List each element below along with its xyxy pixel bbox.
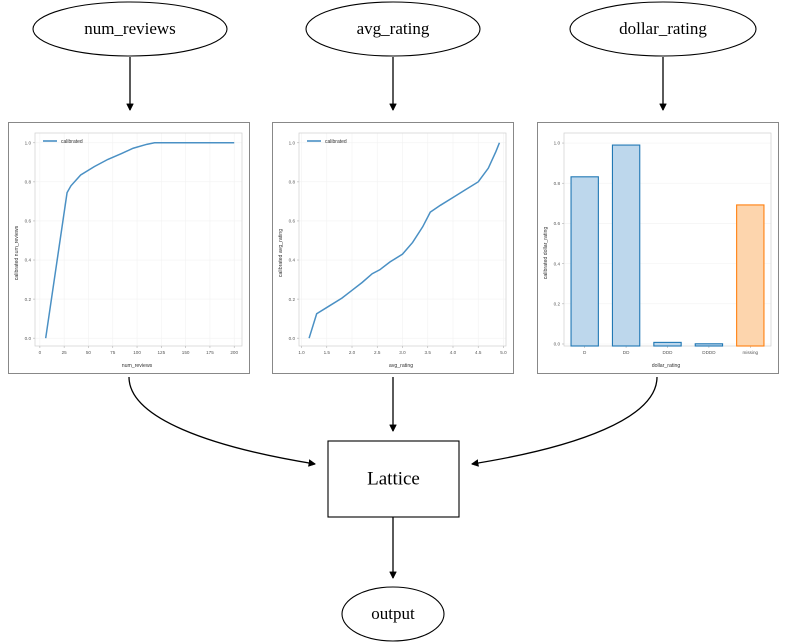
svg-text:0.2: 0.2 — [25, 297, 32, 302]
chart-xlabel-avg-rating: avg_rating — [389, 363, 413, 369]
chart-ticklabels-avg-rating: 1.0 1.5 2.0 2.5 3.0 3.5 4.0 4.5 5.0 0.0 0.2 0.4 0.6 0… — [289, 140, 508, 355]
svg-text:1.0: 1.0 — [298, 350, 305, 355]
svg-text:1.0: 1.0 — [554, 141, 561, 146]
svg-text:175: 175 — [206, 350, 214, 355]
svg-text:DDD: DDD — [663, 350, 674, 355]
svg-text:25: 25 — [62, 350, 68, 355]
svg-text:D: D — [583, 350, 587, 355]
chart-axes-avg-rating — [297, 132, 507, 348]
svg-text:50: 50 — [86, 350, 92, 355]
chart-ticklabels-num-reviews: 0 25 50 75 100 125 150 175 200 0.0 0.2 0.4 0.6 0.8 1.0 — [25, 140, 239, 355]
chart-gridlines-num-reviews — [35, 133, 242, 346]
svg-text:0.2: 0.2 — [554, 302, 561, 307]
svg-text:DD: DD — [623, 350, 630, 355]
node-avg-rating[interactable]: avg_rating — [305, 1, 481, 57]
node-dollar-rating[interactable]: dollar_rating — [569, 1, 757, 57]
svg-text:4.5: 4.5 — [475, 350, 482, 355]
chart-series-num-reviews — [44, 142, 235, 339]
chart-ylabel-avg-rating: calibrated avg_rating — [278, 229, 284, 277]
svg-text:1.5: 1.5 — [324, 350, 331, 355]
chart-xlabel-dollar-rating: dollar_rating — [652, 363, 681, 369]
svg-text:150: 150 — [182, 350, 190, 355]
node-lattice-shape — [327, 440, 460, 518]
chart-ylabel-num-reviews: calibrated num_reviews — [14, 225, 20, 280]
chart-xlabel-num-reviews: num_reviews — [122, 363, 153, 369]
edge-panel-dollar-rating-to-lattice — [472, 376, 658, 464]
chart-legend-avg-rating: calibrated — [307, 139, 347, 145]
svg-text:4.0: 4.0 — [450, 350, 457, 355]
node-avg-rating-shape — [305, 1, 481, 57]
svg-text:calibrated: calibrated — [325, 139, 347, 145]
chart-num-reviews: 0 25 50 75 100 125 150 175 200 0.0 0.2 0.4 0.6 0.8 1.0… — [14, 132, 243, 369]
svg-text:3.5: 3.5 — [425, 350, 432, 355]
svg-text:3.0: 3.0 — [399, 350, 406, 355]
node-lattice-label: Lattice — [367, 468, 420, 489]
svg-text:75: 75 — [110, 350, 116, 355]
svg-text:0.6: 0.6 — [289, 219, 296, 224]
node-lattice[interactable]: Lattice — [327, 440, 460, 518]
svg-text:0.0: 0.0 — [25, 336, 32, 341]
svg-text:100: 100 — [133, 350, 141, 355]
svg-text:0: 0 — [39, 350, 42, 355]
svg-text:0.4: 0.4 — [289, 258, 296, 263]
svg-text:1.0: 1.0 — [289, 140, 296, 145]
svg-text:0.6: 0.6 — [25, 219, 32, 224]
node-output-shape — [341, 586, 445, 642]
svg-text:0.2: 0.2 — [289, 297, 296, 302]
svg-text:0.6: 0.6 — [554, 221, 561, 226]
svg-text:0.8: 0.8 — [289, 180, 296, 185]
svg-text:0.4: 0.4 — [25, 258, 32, 263]
svg-text:calibrated: calibrated — [61, 139, 83, 145]
chart-legend-num-reviews: calibrated — [43, 139, 83, 145]
svg-text:0.0: 0.0 — [554, 342, 561, 347]
svg-text:2.0: 2.0 — [349, 350, 356, 355]
node-output[interactable]: output — [341, 586, 445, 642]
chart-axes-num-reviews — [33, 132, 243, 348]
chart-bars-dollar-rating — [570, 144, 765, 347]
node-avg-rating-label: avg_rating — [357, 19, 430, 38]
svg-text:DDDD: DDDD — [702, 350, 716, 355]
svg-text:0.8: 0.8 — [554, 181, 561, 186]
svg-text:1.0: 1.0 — [25, 140, 32, 145]
node-output-label: output — [371, 604, 415, 623]
chart-avg-rating: 1.0 1.5 2.0 2.5 3.0 3.5 4.0 4.5 5.0 0.0 0.2 0.4 0.6 0… — [278, 132, 508, 369]
svg-text:0.0: 0.0 — [289, 336, 296, 341]
chart-series-avg-rating — [308, 142, 501, 339]
chart-gridlines-avg-rating — [299, 133, 506, 346]
node-dollar-rating-shape — [569, 1, 757, 57]
edge-panel-num-reviews-to-lattice — [128, 376, 315, 464]
svg-text:0.8: 0.8 — [25, 180, 32, 185]
chart-ylabel-dollar-rating: calibrated dollar_rating — [543, 227, 549, 280]
chart-panel-num-reviews[interactable]: 0 25 50 75 100 125 150 175 200 0.0 0.2 0.4 0.6 0.8 1.0… — [8, 122, 250, 374]
node-num-reviews-shape — [32, 1, 228, 57]
node-num-reviews[interactable]: num_reviews — [32, 1, 228, 57]
svg-text:missing: missing — [743, 350, 759, 355]
chart-panel-avg-rating[interactable]: 1.0 1.5 2.0 2.5 3.0 3.5 4.0 4.5 5.0 0.0 0.2 0.4 0.6 0… — [272, 122, 514, 374]
node-dollar-rating-label: dollar_rating — [619, 19, 707, 38]
node-num-reviews-label: num_reviews — [84, 19, 176, 38]
svg-text:0.4: 0.4 — [554, 261, 561, 266]
svg-text:2.5: 2.5 — [374, 350, 381, 355]
svg-text:200: 200 — [230, 350, 238, 355]
svg-text:5.0: 5.0 — [500, 350, 507, 355]
svg-text:125: 125 — [158, 350, 166, 355]
